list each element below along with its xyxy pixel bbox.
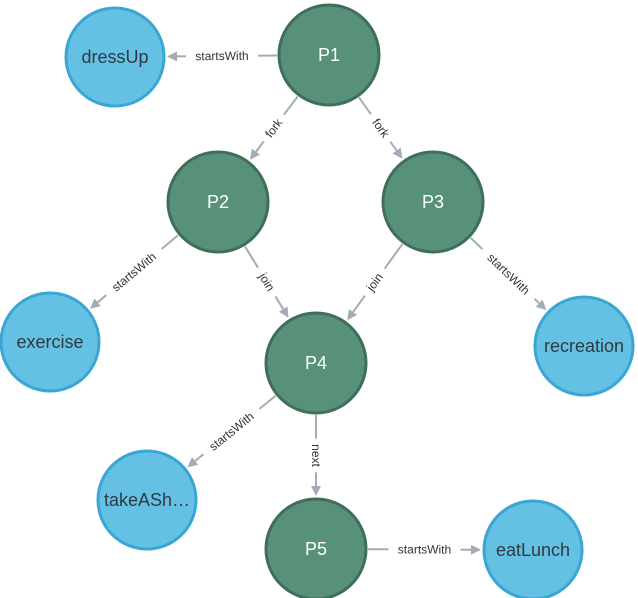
edge-label-group: fork	[364, 109, 397, 147]
process-node-circle[interactable]	[166, 150, 270, 254]
edge-label: startsWith	[109, 250, 159, 295]
activity-node-circle[interactable]	[0, 291, 101, 393]
edge-label-group: startsWith	[388, 541, 461, 558]
edge-p3-recreation: startsWith	[469, 237, 547, 311]
activity-node-circle[interactable]	[533, 295, 635, 397]
edge-label-group: next	[308, 438, 324, 473]
edge-arrowhead	[166, 51, 178, 62]
edge-label-group: startsWith	[198, 402, 265, 461]
edge-label-group: startsWith	[476, 243, 541, 305]
edge-arrowhead	[535, 299, 547, 311]
process-node-circle[interactable]	[264, 311, 368, 415]
edge-label-background	[251, 263, 283, 301]
edge-label: startsWith	[484, 251, 532, 298]
node-label: P1	[318, 45, 340, 65]
edge-label-background	[358, 263, 392, 301]
node-label: P3	[422, 192, 444, 212]
edge-arrowhead	[470, 544, 482, 555]
edge-label-group: join	[251, 263, 283, 301]
edge-p5-eatLunch: startsWith	[367, 541, 482, 558]
edge-label: startsWith	[398, 542, 451, 556]
edge-p4-p5: next	[308, 415, 324, 496]
node-exercise[interactable]: exercise	[0, 291, 101, 393]
edge-label-background	[198, 402, 265, 461]
node-label: takeASh…	[104, 490, 190, 510]
edge-arrowhead	[249, 148, 260, 160]
node-p1[interactable]: P1	[277, 3, 381, 107]
edge-arrowhead	[278, 306, 289, 318]
edge-label-background	[388, 541, 461, 558]
edge-arrowhead	[187, 457, 199, 468]
edge-p2-exercise: startsWith	[89, 234, 179, 309]
node-p3[interactable]: P3	[381, 150, 485, 254]
edge-label-group: fork	[257, 109, 291, 147]
node-recreation[interactable]: recreation	[533, 295, 635, 397]
edge-label-background	[101, 242, 167, 302]
edge-p1-p2: fork	[249, 95, 299, 160]
edge-arrowhead	[347, 309, 358, 321]
node-label: exercise	[16, 332, 83, 352]
edge-label-background	[476, 243, 541, 305]
process-node-circle[interactable]	[381, 150, 485, 254]
edge-p4-takeAShower: startsWith	[187, 394, 277, 468]
edge-label: startsWith	[195, 49, 248, 63]
activity-node-circle[interactable]	[64, 6, 166, 108]
edge-label: next	[309, 444, 323, 467]
edge-label-background	[185, 47, 259, 65]
node-p5[interactable]: P5	[264, 497, 368, 598]
edge-p1-dressUp: startsWith	[166, 47, 278, 65]
edge-p3-p4: join	[347, 243, 404, 321]
edge-label-group: startsWith	[185, 47, 259, 65]
edge-label-background	[308, 438, 324, 473]
activity-node-circle[interactable]	[482, 499, 584, 598]
node-eatLunch[interactable]: eatLunch	[482, 499, 584, 598]
edge-p2-p4: join	[244, 245, 289, 318]
node-label: P4	[305, 353, 327, 373]
node-label: P2	[207, 192, 229, 212]
edge-arrowhead	[89, 298, 101, 309]
process-node-circle[interactable]	[277, 3, 381, 107]
process-node-circle[interactable]	[264, 497, 368, 598]
node-label: dressUp	[81, 47, 148, 67]
edge-label-background	[364, 109, 397, 147]
edge-p1-p3: fork	[358, 96, 403, 159]
node-dressUp[interactable]: dressUp	[64, 6, 166, 108]
edge-label-background	[257, 109, 291, 147]
edge-arrowhead	[392, 147, 403, 159]
node-label: eatLunch	[496, 540, 570, 560]
node-label: recreation	[544, 336, 624, 356]
node-p4[interactable]: P4	[264, 311, 368, 415]
node-takeAShower[interactable]: takeASh…	[96, 449, 198, 551]
edge-label: startsWith	[206, 409, 256, 453]
node-label: P5	[305, 539, 327, 559]
edge-label-group: startsWith	[101, 242, 167, 302]
edge-arrowhead	[311, 486, 321, 496]
node-p2[interactable]: P2	[166, 150, 270, 254]
edge-label-group: join	[358, 263, 392, 301]
activity-node-circle[interactable]	[96, 449, 198, 551]
